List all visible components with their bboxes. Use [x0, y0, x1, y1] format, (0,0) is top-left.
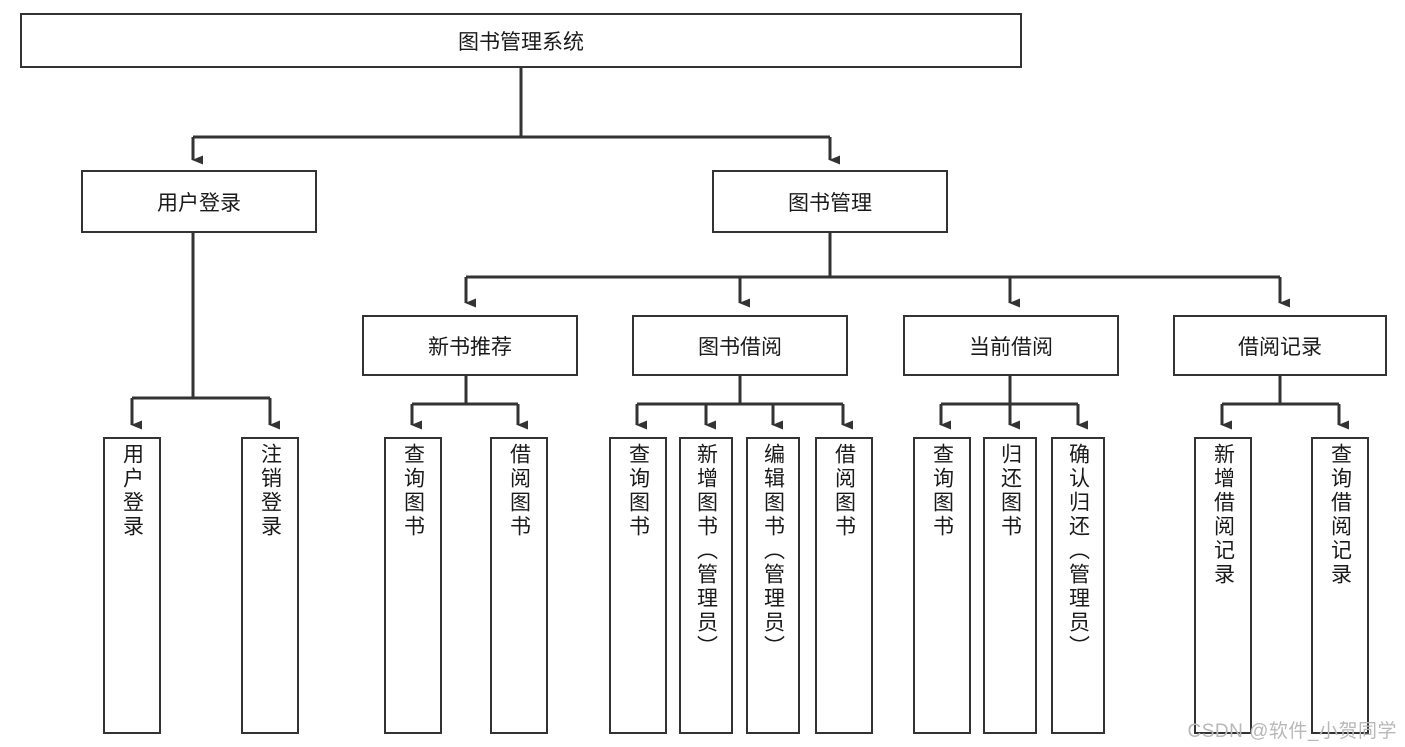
leaf-add-borrowing-record[interactable]: 新增借阅记录 [1194, 437, 1252, 734]
leaf-label: 借阅图书 [507, 443, 531, 539]
leaf-label: 查询图书 [401, 443, 425, 539]
leaf-logout[interactable]: 注销登录 [241, 437, 299, 734]
leaf-borrow-books-recommendation[interactable]: 借阅图书 [490, 437, 548, 734]
node-label: 新书推荐 [428, 335, 512, 359]
leaf-label: 查询图书 [626, 443, 650, 539]
leaf-label: 用户登录 [120, 443, 144, 539]
leaf-label: 借阅图书 [832, 443, 856, 539]
node-user-login[interactable]: 用户登录 [81, 170, 317, 233]
leaf-add-book-admin[interactable]: 新增图书（管理员） [679, 437, 733, 734]
node-label: 图书管理 [788, 191, 872, 215]
node-borrowing-records[interactable]: 借阅记录 [1173, 315, 1387, 376]
leaf-label: 查询图书 [930, 443, 954, 539]
leaf-query-books-borrowing[interactable]: 查询图书 [609, 437, 667, 734]
node-current-borrowing[interactable]: 当前借阅 [903, 315, 1119, 376]
leaf-query-borrowing-record[interactable]: 查询借阅记录 [1311, 437, 1369, 734]
leaf-edit-book-admin[interactable]: 编辑图书（管理员） [746, 437, 800, 734]
node-label: 图书管理系统 [458, 30, 584, 54]
node-label: 图书借阅 [698, 335, 782, 359]
node-new-book-recommendation[interactable]: 新书推荐 [362, 315, 578, 376]
leaf-query-books-current[interactable]: 查询图书 [913, 437, 971, 734]
leaf-label: 新增图书（管理员） [694, 443, 718, 659]
leaf-borrow-books-borrowing[interactable]: 借阅图书 [815, 437, 873, 734]
leaf-query-books-recommendation[interactable]: 查询图书 [384, 437, 442, 734]
leaf-return-books[interactable]: 归还图书 [983, 437, 1037, 734]
node-label: 借阅记录 [1238, 335, 1322, 359]
leaf-confirm-return-admin[interactable]: 确认归还（管理员） [1051, 437, 1105, 734]
leaf-label: 确认归还（管理员） [1066, 443, 1090, 659]
node-book-borrowing[interactable]: 图书借阅 [632, 315, 848, 376]
leaf-label: 注销登录 [258, 443, 282, 539]
leaf-label: 查询借阅记录 [1328, 443, 1352, 587]
node-label: 用户登录 [157, 191, 241, 215]
csdn-watermark: CSDN @软件_小贺同学 [1187, 721, 1397, 742]
leaf-user-login[interactable]: 用户登录 [103, 437, 161, 734]
node-label: 当前借阅 [969, 335, 1053, 359]
node-book-management[interactable]: 图书管理 [712, 170, 948, 233]
leaf-label: 归还图书 [998, 443, 1022, 539]
leaf-label: 新增借阅记录 [1211, 443, 1235, 587]
leaf-label: 编辑图书（管理员） [761, 443, 785, 659]
node-root-book-management-system[interactable]: 图书管理系统 [20, 13, 1022, 68]
